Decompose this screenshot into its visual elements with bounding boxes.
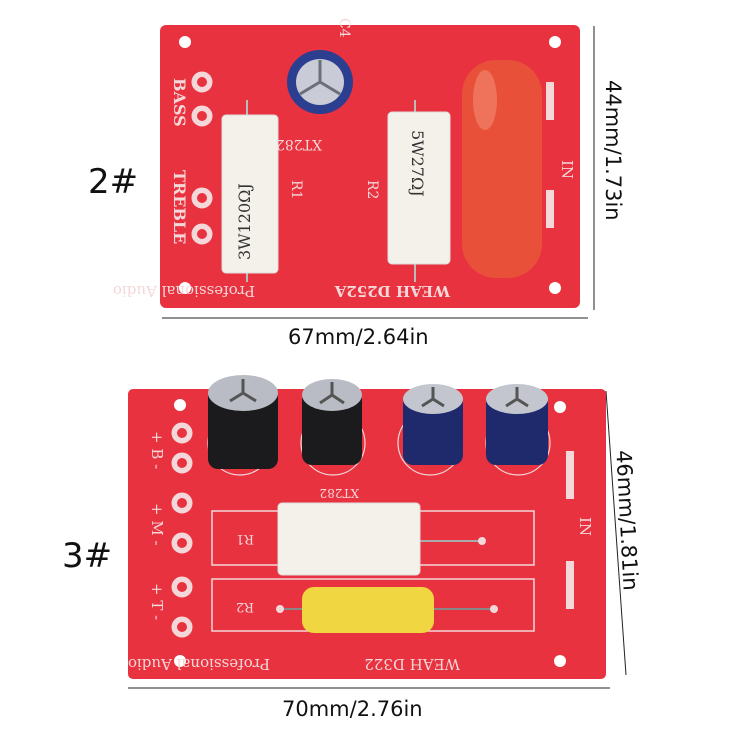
silk-m: + M - (148, 503, 166, 546)
silk-c4: C4 (336, 18, 352, 38)
svg-text:5W27ΩJ: 5W27ΩJ (408, 130, 427, 197)
silk-in-2: IN (558, 160, 576, 179)
silk-brand-3: WEAH D322 (364, 655, 460, 673)
silk-audio-3: Professional Audio (128, 655, 270, 673)
board-2-label: 2# (88, 162, 139, 202)
silk-treble: TREBLE (170, 170, 189, 244)
board-3-width-dim: 70mm/2.76in (282, 697, 423, 721)
silk-t: + T - (148, 583, 166, 620)
silk-brand-2: WEAH D252A (334, 282, 451, 300)
mount-hole (179, 36, 191, 48)
silk-r2-3: R2 (236, 599, 254, 614)
resistor-yellow (302, 587, 434, 633)
silk-txt-3: XT282 (320, 486, 359, 500)
board-2-width-dim: 67mm/2.64in (288, 325, 429, 349)
mount-hole (549, 282, 561, 294)
silk-b: + B - (148, 431, 166, 469)
resistor-5w27 (387, 111, 451, 265)
silk-r1-3: R1 (236, 531, 254, 546)
svg-text:3W120ΩJ: 3W120ΩJ (235, 183, 254, 260)
mount-hole (549, 36, 561, 48)
board-3-pcb: + B - + M - + T - IN R1 R2 XT282 WEAH D3… (128, 375, 627, 689)
board-2-pcb: BASS TREBLE IN WEAH D252A Professional A… (113, 18, 595, 319)
silk-bass: BASS (170, 78, 189, 127)
silk-audio-2: Professional Audio (113, 282, 255, 300)
silk-r1-2: R1 (288, 180, 304, 199)
mount-hole (179, 282, 191, 294)
resistor-3w120 (221, 114, 279, 274)
silk-txt-2: XT282X (266, 136, 322, 152)
silk-r2-2: R2 (364, 180, 380, 199)
resistor-white (277, 502, 421, 576)
board-3-label: 3# (62, 536, 113, 576)
silk-in-3: IN (576, 517, 594, 536)
board-2-height-dim: 44mm/1.73in (601, 80, 625, 221)
